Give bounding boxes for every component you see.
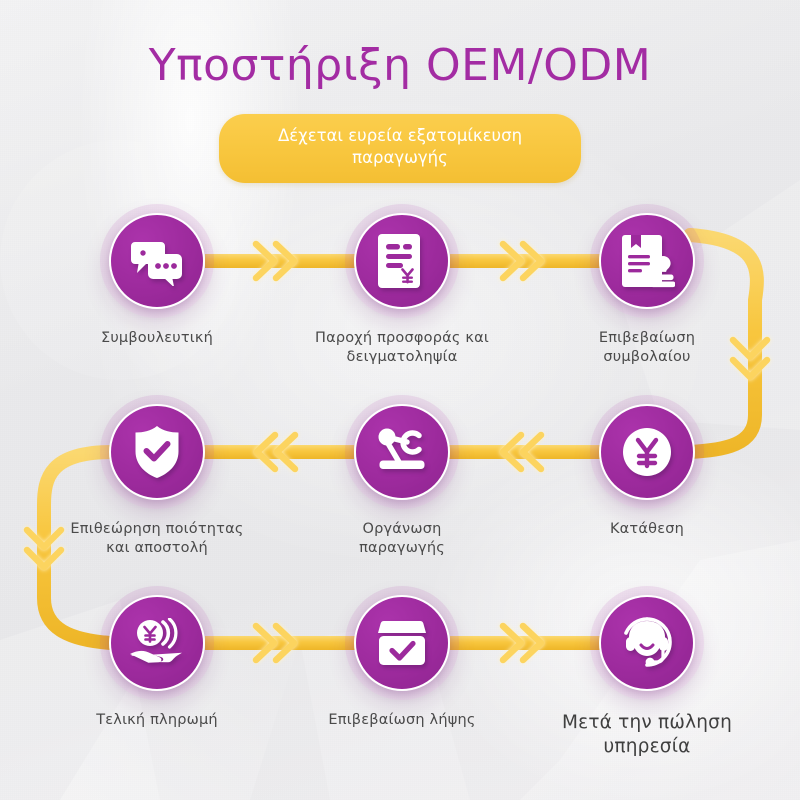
- step-disc: [345, 204, 459, 318]
- step-label: Οργάνωση παραγωγής: [359, 521, 445, 556]
- step-label: Τελική πληρωμή: [96, 712, 218, 728]
- hand-coin-icon: [100, 586, 214, 700]
- connector-6-7: [37, 445, 119, 650]
- yen-coin-icon: [590, 395, 704, 509]
- step-label: Επιβεβαίωση συμβολαίου: [598, 330, 696, 365]
- robot-arm-icon: [345, 395, 459, 509]
- connector-3-4: [683, 228, 764, 459]
- box-check-icon: [345, 586, 459, 700]
- chevron-down-icon: [729, 336, 771, 381]
- chevron-right-icon: [499, 240, 545, 282]
- chevron-left-icon: [253, 431, 299, 473]
- chevron-right-icon: [252, 622, 298, 664]
- flow-step-deposit[interactable]: Κατάθεση: [571, 395, 723, 539]
- step-disc: [590, 395, 704, 509]
- flow-step-quotation[interactable]: Παροχή προσφοράς και δειγματοληψία: [315, 204, 489, 367]
- step-label: Επιθεώρηση ποιότητας και αποστολή: [70, 521, 244, 556]
- connector-1-2: [205, 254, 355, 268]
- flow-step-quality-inspection[interactable]: Επιθεώρηση ποιότητας και αποστολή: [70, 395, 243, 558]
- step-disc: [100, 204, 214, 318]
- flow-step-after-sales-service[interactable]: Μετά την πώληση υπηρεσία: [562, 586, 732, 759]
- page-title: Υποστήριξη OEM/ODM: [148, 40, 652, 91]
- headset-support-icon: [590, 586, 704, 700]
- flow-step-final-payment[interactable]: Τελική πληρωμή: [81, 586, 233, 730]
- chat-bubbles-icon: [100, 204, 214, 318]
- step-label: Συμβουλευτική: [100, 330, 214, 346]
- connector-7-8: [205, 636, 355, 650]
- flow-step-contract[interactable]: Επιβεβαίωση συμβολαίου: [571, 204, 723, 367]
- connector-8-9: [450, 636, 602, 650]
- contract-stamp-icon: [590, 204, 704, 318]
- step-label: Επιβεβαίωση λήψης: [328, 712, 476, 728]
- step-disc: [590, 204, 704, 318]
- step-label: Παροχή προσφοράς και δειγματοληψία: [314, 330, 490, 365]
- flow-step-production[interactable]: Οργάνωση παραγωγής: [326, 395, 478, 558]
- step-disc: [100, 395, 214, 509]
- shield-check-icon: [100, 395, 214, 509]
- quotation-document-icon: [345, 204, 459, 318]
- step-disc: [590, 586, 704, 700]
- step-disc: [345, 395, 459, 509]
- connector-2-3: [450, 254, 602, 268]
- flow-step-consulting[interactable]: Συμβουλευτική: [81, 204, 233, 348]
- chevron-left-icon: [499, 431, 545, 473]
- chevron-right-icon: [499, 622, 545, 664]
- chevron-down-icon: [23, 526, 65, 571]
- step-disc: [345, 586, 459, 700]
- flow-step-receipt-confirmation[interactable]: Επιβεβαίωση λήψης: [326, 586, 478, 730]
- step-label: Κατάθεση: [609, 521, 685, 537]
- chevron-right-icon: [252, 240, 298, 282]
- customization-badge: Δέχεται ευρεία εξατομίκευση παραγωγής: [219, 114, 581, 183]
- step-label: Μετά την πώληση υπηρεσία: [561, 712, 732, 758]
- step-disc: [100, 586, 214, 700]
